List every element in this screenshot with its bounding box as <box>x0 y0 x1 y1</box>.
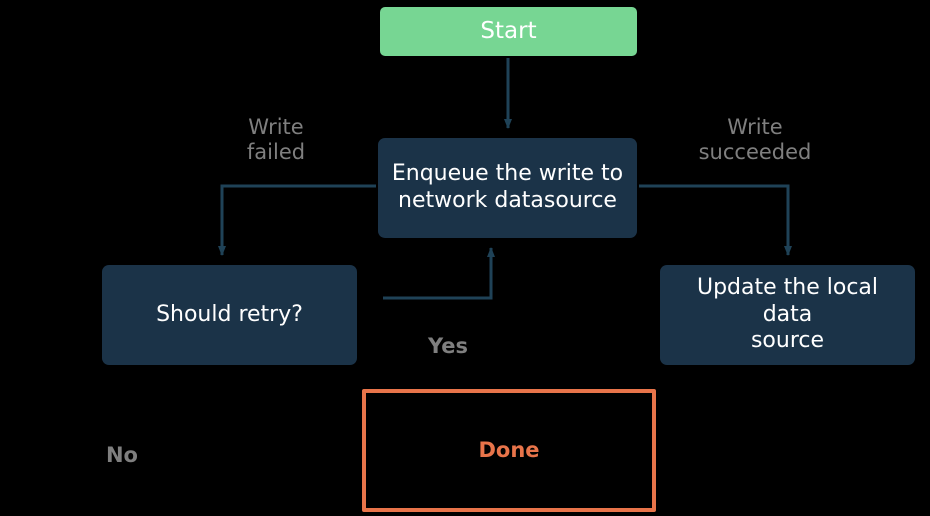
node-enqueue-label-line2: network datasource <box>398 188 617 213</box>
node-update-local-data-source[interactable]: Update the local data source <box>660 265 915 365</box>
node-update-label-line1: Update the local data <box>696 274 879 327</box>
node-update-label: Update the local data source <box>660 275 915 355</box>
edge-label-write-succeeded-line2: succeeded <box>698 140 812 165</box>
node-enqueue-label: Enqueue the write to network datasource <box>378 161 637 215</box>
edge-enqueue-to-update <box>639 184 792 256</box>
edge-retry-to-enqueue <box>383 247 495 300</box>
node-start[interactable]: Start <box>380 7 637 56</box>
node-start-label: Start <box>480 18 537 45</box>
edge-label-write-succeeded-line1: Write <box>727 115 783 139</box>
edge-label-write-failed-line2: failed <box>246 140 306 165</box>
edge-label-write-failed-line1: Write <box>248 115 304 139</box>
node-enqueue-label-line1: Enqueue the write to <box>391 161 624 187</box>
edge-label-no: No <box>105 443 138 467</box>
node-done[interactable]: Done <box>362 389 656 512</box>
edge-label-yes: Yes <box>427 334 469 358</box>
edge-enqueue-to-retry <box>218 184 376 256</box>
node-done-label: Done <box>478 437 540 462</box>
edge-label-write-failed: Write failed <box>196 115 356 165</box>
node-should-retry[interactable]: Should retry? <box>102 265 357 365</box>
node-enqueue[interactable]: Enqueue the write to network datasource <box>378 138 637 238</box>
node-should-retry-label: Should retry? <box>156 301 303 327</box>
edge-label-write-succeeded: Write succeeded <box>672 115 838 165</box>
node-update-label-line2: source <box>750 328 825 354</box>
